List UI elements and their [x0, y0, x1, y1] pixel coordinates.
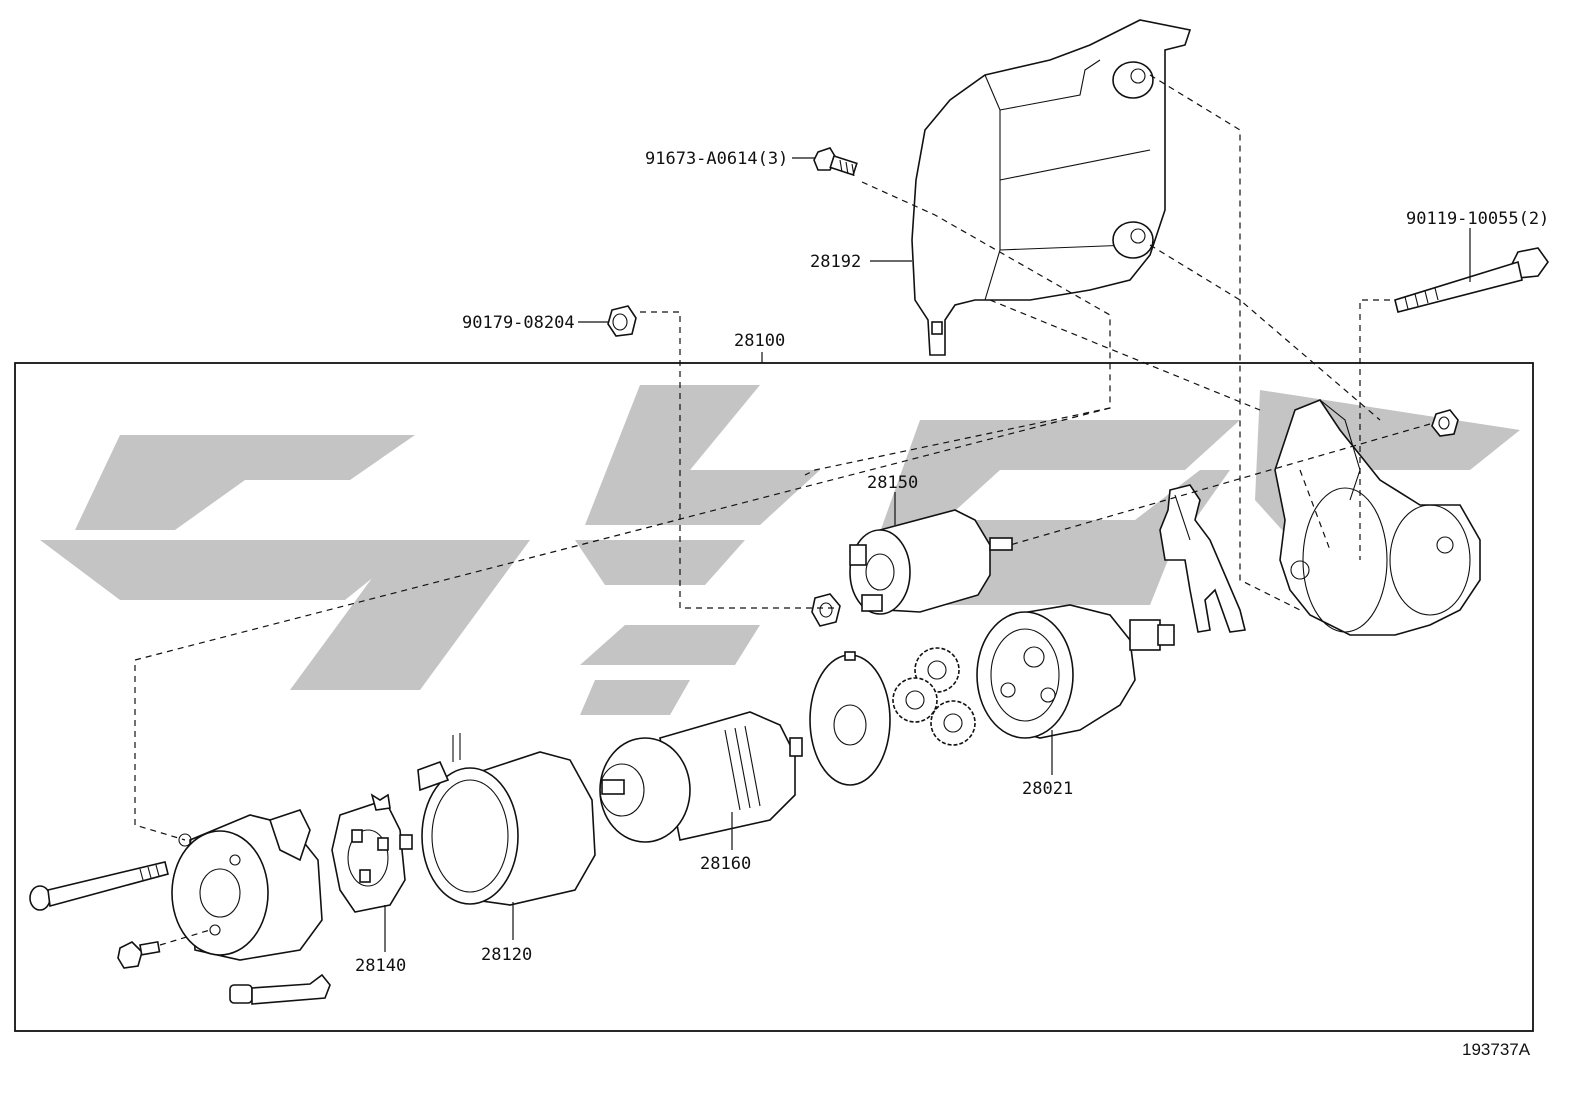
figure-id: 193737A — [1462, 1040, 1531, 1059]
heat-shield-part — [911, 19, 1192, 356]
armature-part — [599, 711, 803, 843]
leader-lines — [384, 157, 1471, 952]
solenoid-part — [849, 509, 1013, 615]
washer-plate-part — [809, 651, 891, 786]
end-frame-part — [171, 809, 323, 961]
callout-heat-shield: 28192 — [810, 252, 861, 272]
nut-small-icon — [1431, 409, 1459, 437]
planet-gears-icon — [892, 647, 976, 746]
callout-solenoid: 28150 — [867, 473, 918, 493]
callout-yoke: 28120 — [481, 945, 532, 965]
shift-lever-part — [1159, 484, 1246, 633]
nut-90179-icon — [607, 305, 637, 337]
drive-housing-part — [1274, 399, 1481, 636]
callout-armature: 28160 — [700, 854, 751, 874]
brush-holder-part — [331, 793, 413, 913]
callout-bolt-91673: 91673-A0614(3) — [645, 149, 788, 169]
dashed-connectors — [134, 74, 1431, 946]
through-bolt-icon — [29, 861, 169, 911]
callout-brush-holder: 28140 — [355, 956, 406, 976]
yoke-part — [417, 733, 596, 906]
bolt-90119-icon — [1394, 247, 1549, 313]
callout-planetary-gear: 28021 — [1022, 779, 1073, 799]
planetary-housing-part — [976, 604, 1175, 739]
callout-nut-90179: 90179-08204 — [462, 313, 575, 333]
bolt-91673-icon — [813, 147, 858, 177]
small-screw-icon — [117, 940, 161, 969]
callout-bolt-90119: 90119-10055(2) — [1406, 209, 1549, 229]
grommet-hose-icon — [229, 973, 331, 1005]
solenoid-nut-icon — [811, 593, 841, 627]
assembly-frame — [14, 362, 1534, 1032]
callout-assembly: 28100 — [734, 331, 785, 351]
